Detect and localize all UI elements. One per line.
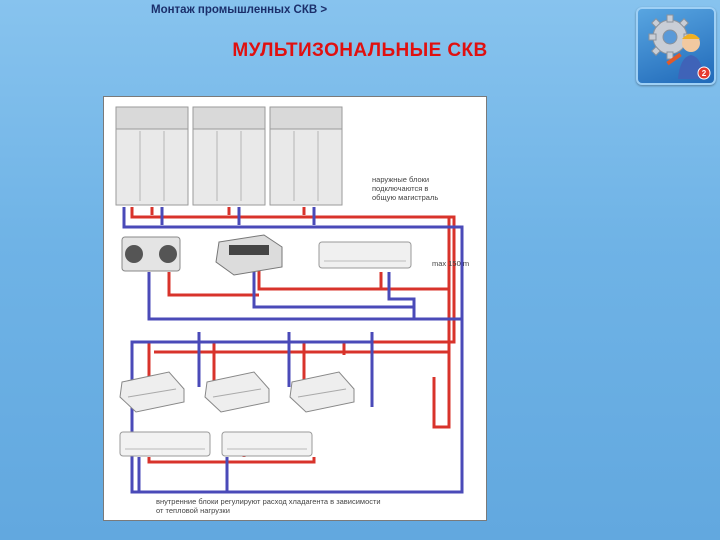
outdoor-unit bbox=[269, 106, 343, 206]
wall-unit bbox=[119, 431, 211, 457]
wall-unit bbox=[221, 431, 313, 457]
cassette-unit bbox=[119, 371, 185, 413]
diagram-canvas bbox=[115, 106, 464, 494]
outdoor-unit bbox=[115, 106, 189, 206]
cassette-box-unit bbox=[215, 234, 283, 276]
vrf-diagram: наружные блоки подключаются в общую маги… bbox=[103, 96, 487, 521]
cassette-unit bbox=[204, 371, 270, 413]
outdoor-units bbox=[115, 106, 343, 206]
logo: 2 bbox=[636, 7, 716, 85]
outdoor-units-label: наружные блоки подключаются в общую маги… bbox=[372, 175, 438, 202]
outdoor-units-label-line: подключаются в bbox=[372, 184, 429, 193]
liquid-lines bbox=[130, 207, 456, 464]
outdoor-unit bbox=[192, 106, 266, 206]
cassette-unit bbox=[289, 371, 355, 413]
indoor-units-label-line: внутренние блоки регулируют расход хлада… bbox=[156, 497, 381, 506]
indoor-units-label-line: от тепловой нагрузки bbox=[156, 506, 230, 515]
wall-unit bbox=[318, 241, 412, 269]
logo-badge: 2 bbox=[702, 69, 707, 78]
outdoor-units-label-line: наружные блоки bbox=[372, 175, 430, 184]
ducted-unit bbox=[121, 236, 181, 272]
max-length-label: max 150 m bbox=[432, 259, 470, 268]
page-title: МУЛЬТИЗОНАЛЬНЫЕ СКВ bbox=[232, 40, 488, 61]
gear-worker-icon: 2 bbox=[648, 14, 711, 80]
outdoor-units-label-line: общую магистраль bbox=[372, 193, 439, 202]
breadcrumb[interactable]: Монтаж промышленных СКВ > bbox=[151, 4, 328, 16]
indoor-units-label: внутренние блоки регулируют расход хлада… bbox=[156, 497, 381, 515]
